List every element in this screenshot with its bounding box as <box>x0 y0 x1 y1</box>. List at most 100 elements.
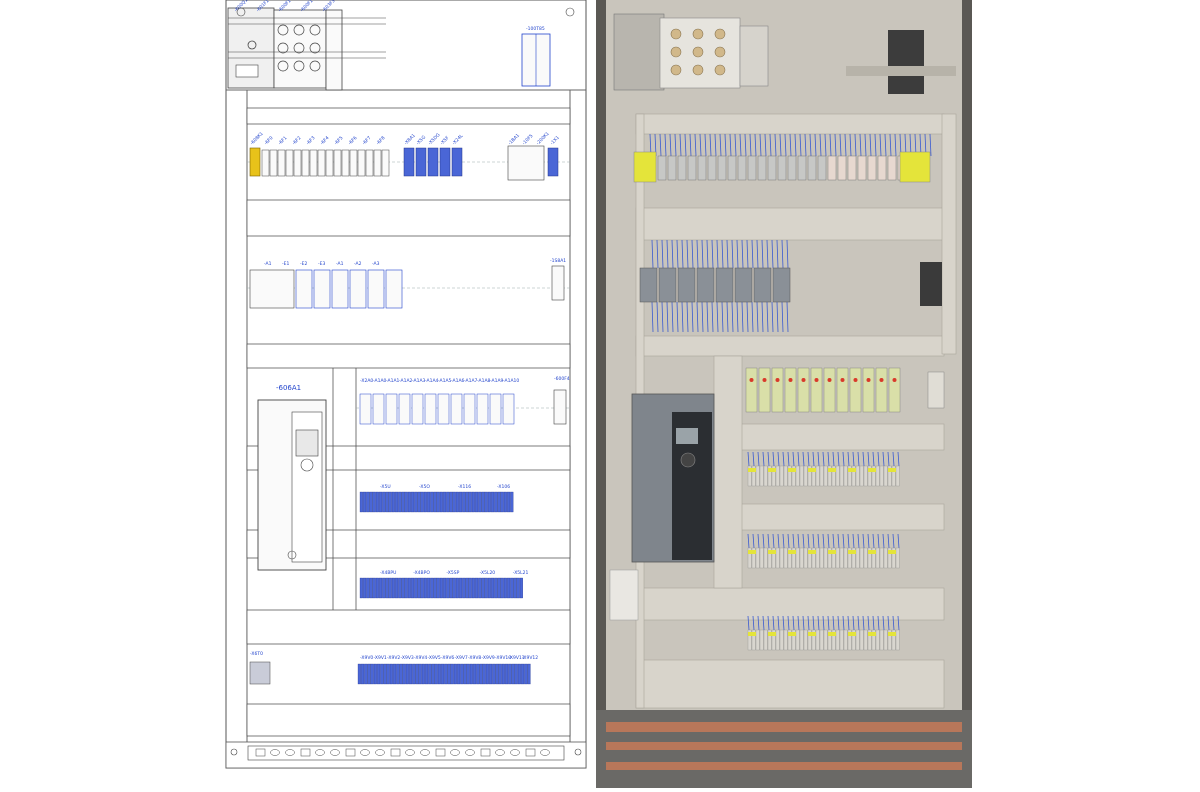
photo-psu <box>888 30 924 94</box>
rail1-module <box>309 149 318 177</box>
terminal <box>476 663 480 685</box>
rail1-module <box>349 149 358 177</box>
terminal <box>527 663 531 685</box>
rail1-module <box>317 149 326 177</box>
terminal <box>421 663 425 685</box>
terminal <box>367 663 371 685</box>
terminal <box>441 663 445 685</box>
terminal <box>503 491 507 513</box>
terminal <box>414 491 418 513</box>
terminal <box>439 577 443 599</box>
rail1-module <box>333 149 342 177</box>
terminal <box>482 663 486 685</box>
gland-plate <box>225 741 587 769</box>
terminal <box>484 577 488 599</box>
relay-module <box>489 393 502 425</box>
duct <box>246 609 571 645</box>
terminal <box>434 663 438 685</box>
rail1-label: -6F0 <box>263 135 274 146</box>
rail1-blue-terminal <box>415 147 427 177</box>
terminal <box>519 577 523 599</box>
terminal <box>420 491 424 513</box>
fuse-symbol <box>277 60 289 72</box>
terminal <box>389 663 393 685</box>
rail2-label: -A1 <box>336 261 344 267</box>
relay-module <box>385 393 398 425</box>
terminal <box>377 663 381 685</box>
rail2-label: -A1 <box>264 261 272 267</box>
relay-module <box>463 393 476 425</box>
terminal <box>398 577 402 599</box>
terminal-label: -X5O <box>419 484 430 490</box>
terminal <box>524 663 528 685</box>
terminal-label: -X9V6 <box>441 655 454 661</box>
terminal-label: -X106 <box>497 484 510 490</box>
terminal <box>372 577 376 599</box>
terminal <box>471 577 475 599</box>
terminal <box>395 577 399 599</box>
photo-duct <box>635 659 945 709</box>
rail1-module <box>373 149 382 177</box>
photo-relay <box>875 367 888 413</box>
rail-2: -A1-E1-E2-E3-A1-A2-A3-1S8A1 <box>247 258 570 309</box>
terminal <box>475 577 479 599</box>
terminal-label: -X5L20 <box>480 570 496 576</box>
terminal-label: -X9V12 <box>522 655 538 661</box>
terminal <box>443 491 447 513</box>
terminal-label: -X5L21 <box>513 570 529 576</box>
terminal <box>391 491 395 513</box>
terminal <box>465 491 469 513</box>
terminal <box>503 577 507 599</box>
terminal <box>443 577 447 599</box>
rail1-module <box>269 149 278 177</box>
relay-label: -A1A8 <box>477 378 491 384</box>
rail1-module <box>293 149 302 177</box>
terminal <box>433 577 437 599</box>
photo-relay <box>745 367 758 413</box>
fuse-symbol <box>293 60 305 72</box>
terminal <box>463 663 467 685</box>
terminal <box>491 577 495 599</box>
terminal <box>510 577 514 599</box>
terminal <box>382 491 386 513</box>
terminal-row-2: -X4BPU-X4BPO-X5SP-X5L20-X5L21 <box>359 570 529 599</box>
terminal <box>357 663 361 685</box>
relay-module <box>372 393 385 425</box>
terminal <box>428 663 432 685</box>
terminal <box>385 491 389 513</box>
rail1-label: -6F6 <box>347 135 358 146</box>
relay-row: -X2A0-A1A0-A1A1-A1A2-A1A3-A1A4-A1A5-A1A6… <box>356 376 570 425</box>
terminal <box>436 577 440 599</box>
terminal <box>508 663 512 685</box>
photo-relay <box>810 367 823 413</box>
terminal <box>361 663 365 685</box>
terminal <box>372 491 376 513</box>
terminal-label: -X9V4 <box>414 655 427 661</box>
psu-label: -100T85 <box>526 26 545 32</box>
terminal <box>444 663 448 685</box>
relay-module <box>424 393 437 425</box>
terminal <box>494 577 498 599</box>
terminal <box>492 663 496 685</box>
terminal-label: -X9V11 <box>509 655 525 661</box>
terminal <box>497 577 501 599</box>
cabinet-photo <box>596 0 972 788</box>
rail1-module <box>261 149 270 177</box>
terminal <box>431 663 435 685</box>
terminal <box>401 491 405 513</box>
terminal <box>446 577 450 599</box>
terminal <box>459 491 463 513</box>
terminal <box>386 663 390 685</box>
relay-module <box>502 393 515 425</box>
terminal-label: -X9V2 <box>387 655 400 661</box>
photo-duct <box>635 113 945 135</box>
rail1-label: -6F1 <box>277 135 288 146</box>
terminal <box>469 663 473 685</box>
relay-label: -A1A3 <box>412 378 426 384</box>
terminal <box>500 577 504 599</box>
rail1-module <box>365 149 374 177</box>
fuse-block <box>273 9 327 89</box>
terminal <box>395 491 399 513</box>
